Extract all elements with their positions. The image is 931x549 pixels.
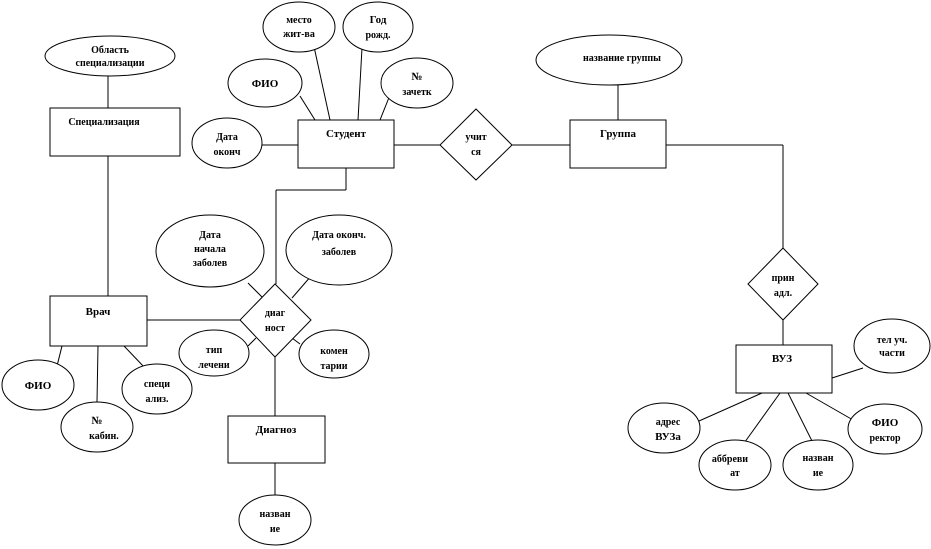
attribute-illness-start: Дата начала заболев <box>155 214 265 288</box>
attribute-student-birthplace: место жит-ва <box>262 1 336 53</box>
attribute-univ-name: назван ие <box>782 439 854 491</box>
svg-text:назван: назван <box>803 453 834 464</box>
entity-specialization: Специализация <box>49 107 181 157</box>
attribute-univ-rector: ФИО ректор <box>847 403 923 455</box>
attribute-doctor-fio: ФИО <box>1 359 75 411</box>
entity-label: ВУЗ <box>772 353 792 365</box>
entity-group: Группа <box>569 119 667 169</box>
attribute-spec-area: Область специализации <box>44 35 176 77</box>
svg-text:тел уч.: тел уч. <box>877 335 908 346</box>
svg-text:назван: назван <box>260 509 291 520</box>
entity-student: Студент <box>297 119 395 169</box>
svg-text:ие: ие <box>813 468 824 479</box>
svg-text:ректор: ректор <box>869 433 901 444</box>
entity-label: Диагноз <box>256 424 297 436</box>
relationship-diagnosis: диаг ност <box>239 283 312 358</box>
svg-text:жит-ва: жит-ва <box>283 29 315 40</box>
attribute-doctor-cabinet: № кабин. <box>60 401 134 453</box>
svg-text:лечени: лечени <box>198 360 230 371</box>
relationship-belongs: прин адл. <box>747 247 819 321</box>
attribute-student-record-no: № зачетк <box>380 57 454 109</box>
entity-label: Специализация <box>68 117 140 128</box>
svg-text:рожд.: рожд. <box>365 30 391 41</box>
relationship-label-line: ся <box>471 147 481 158</box>
attribute-student-grad-date: Дата оконч <box>191 117 263 169</box>
svg-text:зачетк: зачетк <box>402 87 432 98</box>
svg-text:Дата оконч.: Дата оконч. <box>312 230 366 241</box>
svg-text:место: место <box>286 15 312 26</box>
entity-university: ВУЗ <box>735 344 833 394</box>
entity-label: Врач <box>86 306 111 318</box>
attribute-comments: комен тарии <box>298 329 370 379</box>
svg-text:ализ.: ализ. <box>146 394 169 405</box>
svg-text:ВУЗа: ВУЗа <box>655 431 681 443</box>
svg-text:начала: начала <box>194 244 226 255</box>
svg-text:заболев: заболев <box>322 247 357 258</box>
svg-text:заболев: заболев <box>193 258 228 269</box>
attribute-student-birthyear: Год рожд. <box>342 1 414 53</box>
svg-text:№: № <box>91 415 102 427</box>
svg-text:комен: комен <box>320 346 348 357</box>
svg-text:ФИО: ФИО <box>25 380 52 392</box>
svg-text:Область: Область <box>91 45 129 56</box>
svg-text:Дата: Дата <box>199 230 221 241</box>
svg-text:№: № <box>411 71 422 83</box>
svg-text:тарии: тарии <box>320 361 347 372</box>
svg-text:кабин.: кабин. <box>89 431 119 442</box>
attribute-student-fio: ФИО <box>227 58 303 108</box>
entity-doctor: Врач <box>49 295 148 347</box>
svg-text:ат: ат <box>730 468 740 479</box>
svg-text:название группы: название группы <box>583 53 661 64</box>
attribute-doctor-spec: специ ализ. <box>121 363 193 415</box>
svg-text:специализации: специализации <box>76 58 145 69</box>
svg-text:ие: ие <box>270 524 281 535</box>
svg-text:ФИО: ФИО <box>872 417 899 429</box>
attribute-treatment-type: тип лечени <box>178 329 250 377</box>
svg-text:тип: тип <box>206 345 223 356</box>
svg-text:ФИО: ФИО <box>252 78 279 90</box>
attribute-illness-end: Дата оконч. заболев <box>285 214 393 286</box>
svg-text:адрес: адрес <box>656 417 681 428</box>
relationship-label-line: диаг <box>265 308 286 319</box>
svg-text:аббреви: аббреви <box>712 454 748 465</box>
entity-label: Студент <box>326 128 367 140</box>
attribute-diagnosis-name: назван ие <box>238 494 312 546</box>
svg-text:специ: специ <box>144 379 170 390</box>
svg-text:оконч: оконч <box>213 147 240 158</box>
entity-diagnosis: Диагноз <box>227 415 326 464</box>
svg-text:Год: Год <box>370 14 387 26</box>
relationship-label-line: ност <box>265 323 285 334</box>
attribute-univ-address: адрес ВУЗа <box>627 402 701 454</box>
relationship-studies: учит ся <box>439 108 513 181</box>
svg-text:части: части <box>879 348 905 359</box>
attribute-group-name: название группы <box>535 34 683 86</box>
attribute-univ-phone: тел уч. части <box>853 318 931 374</box>
entity-label: Группа <box>600 128 636 140</box>
svg-text:Дата: Дата <box>216 132 238 143</box>
relationship-label-line: прин <box>772 273 795 284</box>
relationship-label-line: адл. <box>774 288 793 299</box>
attribute-univ-abbrev: аббреви ат <box>698 439 772 491</box>
connector-lines <box>55 41 864 495</box>
relationship-label-line: учит <box>465 132 486 143</box>
